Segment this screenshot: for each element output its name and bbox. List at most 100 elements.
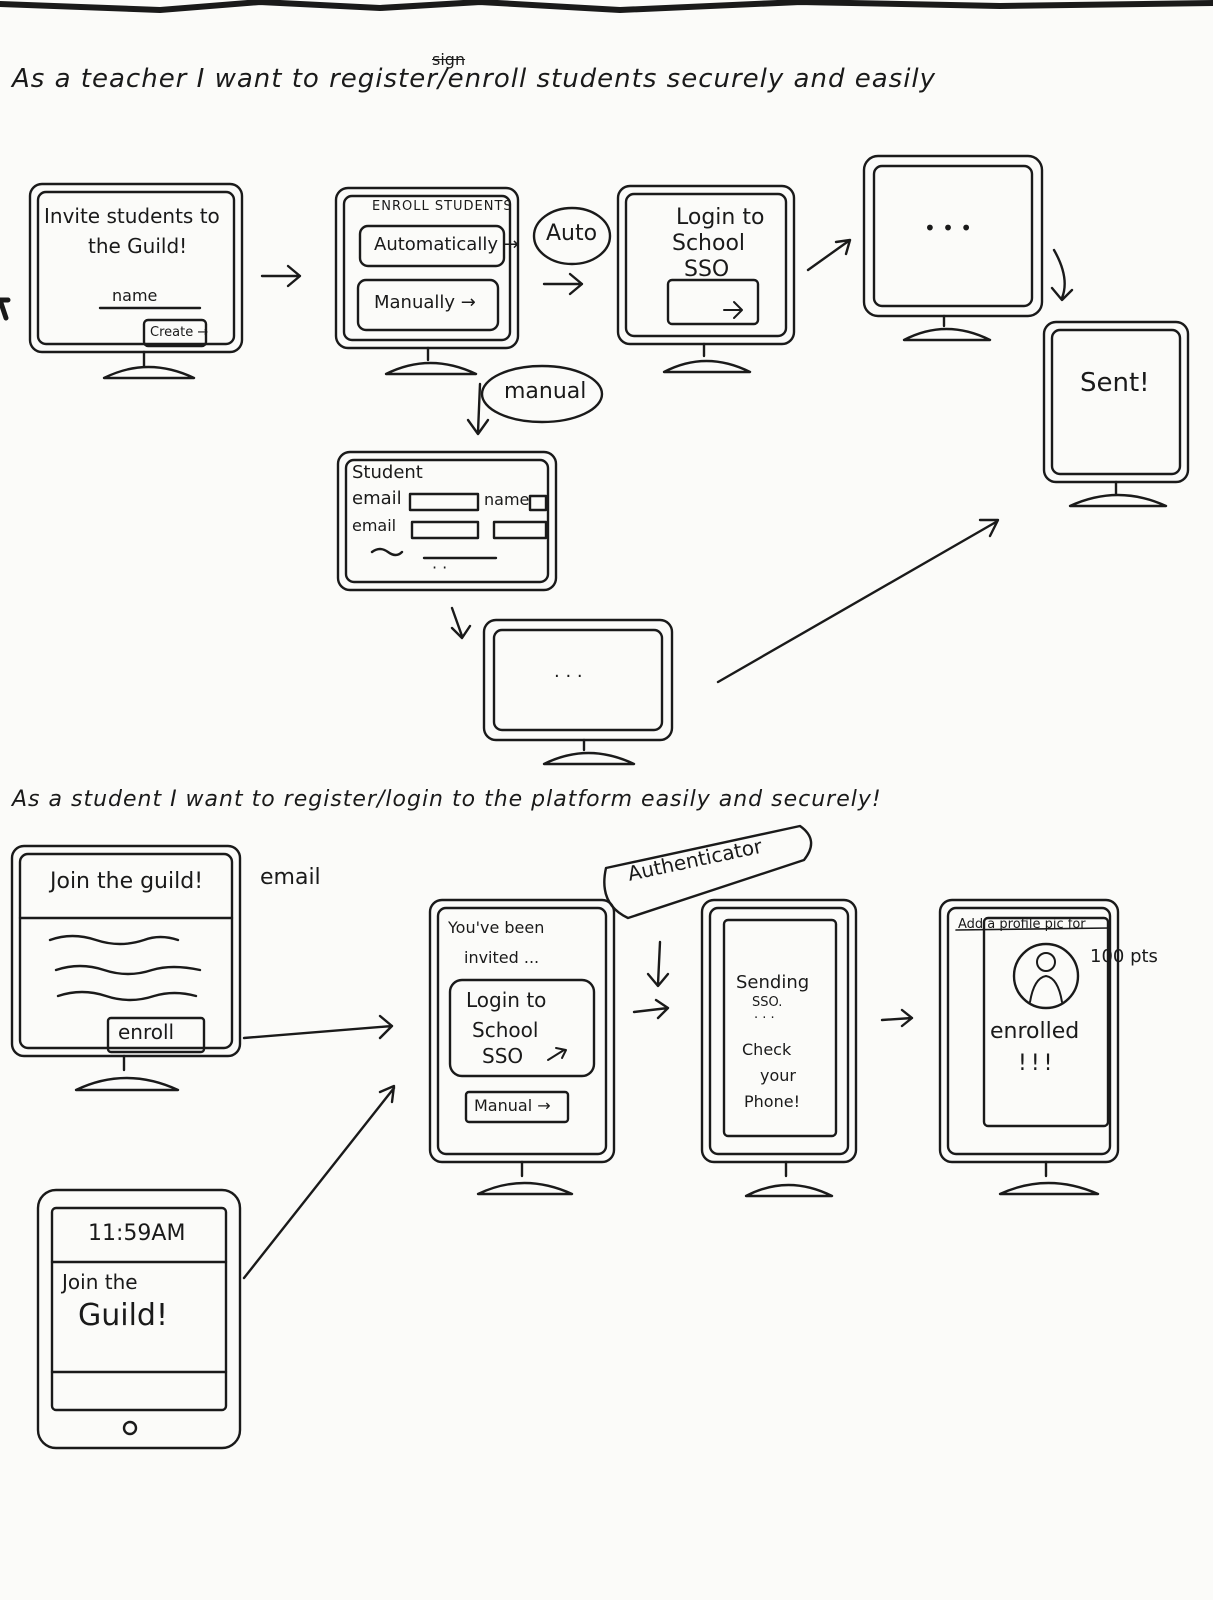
arrow-loading-to-sent: [1050, 248, 1074, 302]
invited-line2: invited ...: [464, 948, 540, 967]
manual-form-email-label-2: email: [352, 516, 397, 535]
manual-loading-dots: · · ·: [554, 666, 583, 687]
invite-title-line2: the Guild!: [88, 234, 188, 258]
manual-form-more-dots: · ·: [432, 558, 448, 577]
phone-text-line2: Guild!: [78, 1298, 168, 1333]
enrolled-label: enrolled: [990, 1019, 1080, 1044]
manual-path-label: manual: [504, 379, 587, 404]
student-story-text: As a student I want to register/login to…: [12, 787, 882, 812]
teacher-story-struck-word: sign: [432, 50, 466, 69]
authenticator-bubble: [603, 824, 813, 920]
monitor-invited: [428, 898, 616, 1196]
manual-form-name-label: name: [484, 490, 530, 509]
email-text-squiggle-3: [56, 990, 198, 1002]
phone-device: [36, 1188, 242, 1450]
top-edge-smudge: [0, 0, 1213, 13]
monitor-manual-loading: [482, 618, 674, 766]
sending-line5: Phone!: [744, 1092, 800, 1111]
arrow-sending-to-enrolled: [880, 1008, 914, 1028]
invited-sso-line2: School: [472, 1018, 539, 1042]
create-button-outline: [142, 318, 208, 348]
phone-text-line1: Join the: [62, 1270, 138, 1294]
monitor-loading: [862, 154, 1044, 342]
email-text-squiggle-1: [48, 934, 180, 946]
invited-sso-line3: SSO: [482, 1044, 524, 1068]
email-channel-label: email: [260, 865, 321, 890]
invited-line1: You've been: [448, 918, 545, 937]
arrow-sso-to-loading: [806, 238, 852, 272]
monitor-join-email: [10, 844, 242, 1092]
auto-bubble: [532, 206, 612, 266]
arrow-enroll-to-sso: [542, 272, 584, 296]
left-edge-mark: [0, 297, 11, 321]
teacher-story-text: As a teacher I want to register/enroll s…: [12, 64, 937, 94]
invite-title-line1: Invite students to: [44, 204, 220, 228]
enroll-button[interactable]: enroll: [118, 1020, 175, 1044]
manual-bubble: [480, 364, 604, 424]
manual-enroll-button[interactable]: Manually →: [374, 292, 476, 313]
authenticator-label: Authenticator: [625, 833, 765, 886]
arrow-phone-to-invited: [242, 1084, 396, 1280]
sso-line1: Login to: [676, 205, 765, 230]
monitor-manual-form: [336, 450, 558, 592]
sending-dots: · · ·: [754, 1011, 775, 1026]
phone-time: 11:59AM: [88, 1221, 186, 1246]
name-input-1: [528, 494, 548, 512]
auto-button-outline: [358, 224, 506, 268]
manual-form-title: Student: [352, 462, 423, 483]
enrolled-bangs: !!!: [1018, 1051, 1057, 1076]
manual-button-outline: [356, 278, 500, 332]
profile-pic-prompt: Add a profile pic for: [958, 917, 1086, 932]
invited-manual-button-label[interactable]: Manual →: [474, 1096, 551, 1115]
auto-path-label: Auto: [546, 221, 598, 246]
auto-enroll-button[interactable]: Automatically →: [374, 234, 519, 255]
scribble-1: [370, 547, 404, 557]
arrow-invite-to-enroll: [260, 264, 302, 288]
monitor-enroll: [334, 186, 520, 376]
sso-box-outline: [666, 278, 760, 326]
arrow-manual-to-loading: [450, 606, 472, 640]
name-input-2: [492, 520, 548, 540]
teacher-story-prefix: As a teacher I want to register/enroll s…: [12, 64, 937, 94]
enroll-button-outline: [106, 1016, 206, 1054]
invite-name-label: name: [112, 286, 158, 305]
arrow-invited-to-sending: [632, 998, 670, 1020]
email-text-squiggle-2: [54, 964, 202, 976]
monitor-sent: [1042, 320, 1190, 508]
profile-pic-body: [1029, 975, 1063, 1003]
sending-line3: Check: [742, 1040, 792, 1059]
monitor-invite: [28, 182, 244, 380]
invited-manual-button: [464, 1090, 570, 1124]
sso-line2: School: [672, 231, 746, 256]
sso-line3: SSO: [684, 257, 730, 282]
sending-line1: Sending: [736, 972, 810, 993]
enroll-title: ENROLL STUDENTS: [372, 199, 513, 214]
profile-pic-points: 100 pts: [1090, 946, 1158, 967]
email-input-2: [410, 520, 480, 540]
profile-pic-circle: [1012, 942, 1080, 1010]
arrow-authenticator-down: [646, 940, 670, 988]
email-input-1: [408, 492, 480, 512]
sending-line4: your: [760, 1066, 796, 1085]
create-button[interactable]: Create →: [150, 325, 209, 340]
invited-sso-arrow: [547, 1047, 567, 1061]
arrow-email-to-invited: [242, 1014, 394, 1040]
sent-label: Sent!: [1080, 368, 1150, 398]
join-guild-email-title: Join the guild!: [50, 869, 204, 894]
manual-form-email-label-1: email: [352, 488, 402, 509]
arrow-manual-loading-to-sent: [716, 518, 1000, 684]
monitor-enrolled: [938, 898, 1120, 1196]
invited-sso-box: [448, 978, 596, 1078]
loading-dots: • • •: [924, 216, 973, 240]
sending-line2: SSO.: [752, 995, 783, 1010]
monitor-sending: [700, 898, 858, 1198]
sso-arrow-glyph: [723, 301, 743, 319]
monitor-sso: [616, 184, 796, 374]
invited-sso-line1: Login to: [466, 988, 547, 1012]
profile-pic-head: [1036, 952, 1056, 972]
arrow-enroll-to-manual: [466, 382, 490, 436]
enrolled-strike-line: [955, 927, 1111, 931]
